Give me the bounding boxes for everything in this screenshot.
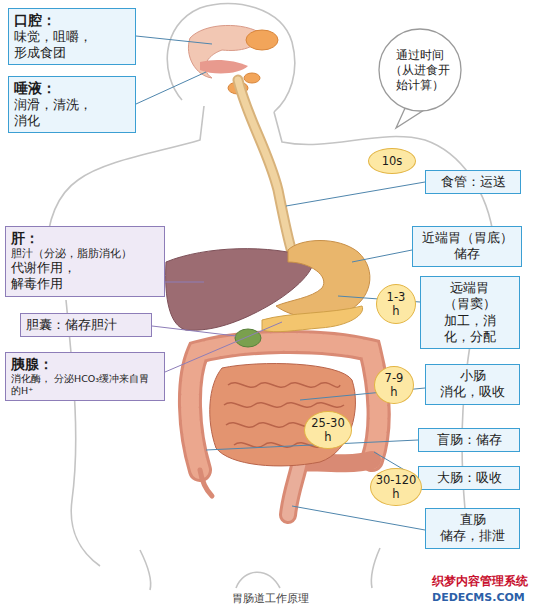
function-box: 小肠消化，吸收: [425, 364, 520, 405]
large-intestine: [190, 342, 379, 515]
box-text: 代谢作用， 解毒作用: [11, 260, 81, 293]
time-pill: 1-3 h: [376, 284, 416, 324]
box-heading: 口腔：: [14, 12, 130, 29]
leader-lines: [152, 282, 282, 372]
organ-box: 胰腺：消化酶， 分泌HCO₃缓冲来自胃的H⁺: [5, 352, 165, 401]
box-heading: 胰腺：: [11, 356, 159, 373]
box-text: 胆汁（分泌，脂肪消化）: [11, 247, 159, 260]
box-text: 食管：运送: [431, 174, 515, 190]
box-heading: 唾液：: [14, 80, 130, 97]
box-text: 加工，消 化，分配: [442, 313, 498, 346]
function-box: 口腔：味觉，咀嚼， 形成食团: [8, 8, 136, 65]
function-box: 大肠：吸收: [418, 466, 520, 490]
time-value: 7-9 h: [382, 371, 406, 400]
box-text: 消化，吸收: [431, 384, 514, 400]
function-box: 食管：运送: [425, 170, 521, 194]
function-box: 近端胃（胃底）储存: [412, 226, 522, 267]
pancreas: [262, 306, 363, 332]
box-text: 储存，排泄: [431, 528, 514, 544]
watermark-text: 织梦内容管理系统: [432, 574, 528, 588]
box-heading: 肝：: [11, 230, 159, 247]
box-text: 通过时间 （从进食开 始计算）: [389, 48, 450, 93]
box-heading: 小肠: [431, 368, 514, 384]
function-box: 直肠储存，排泄: [425, 508, 520, 549]
time-pill: 10s: [368, 148, 416, 174]
watermark-text: DEDECMS.COM: [432, 591, 525, 604]
time-value: 10s: [382, 154, 403, 168]
small-intestine: [210, 364, 356, 466]
organ-box: 肝：胆汁（分泌，脂肪消化）代谢作用， 解毒作用: [5, 226, 165, 297]
gallbladder: [235, 329, 261, 347]
box-text: 远端胃 （胃窦）: [442, 280, 498, 313]
function-box: 唾液：润滑，清洗， 消化: [8, 76, 136, 133]
box-text: 近端胃（胃底）: [419, 230, 515, 246]
time-value: 25-30 h: [309, 416, 347, 445]
box-heading: 直肠: [431, 512, 514, 528]
time-bubble: 通过时间 （从进食开 始计算）: [378, 28, 462, 112]
esophagus: [238, 80, 292, 252]
time-pill: 25-30 h: [304, 411, 352, 449]
box-text: 盲肠：储存: [424, 432, 514, 448]
box-text: 消化酶， 分泌HCO₃缓冲来自胃的H⁺: [11, 373, 159, 397]
leader-lines: [136, 36, 425, 530]
box-text: 大肠：吸收: [424, 470, 514, 486]
function-box: 远端胃 （胃窦）加工，消 化，分配: [420, 276, 520, 349]
box-text: 储存: [418, 246, 516, 262]
function-box: 盲肠：储存: [418, 428, 520, 452]
box-text: 味觉，咀嚼， 形成食团: [14, 29, 96, 62]
organ-box: 胆囊：储存胆汁: [20, 313, 152, 337]
figure-caption: 胃肠道工作原理: [232, 592, 309, 605]
time-value: 30-120 h: [374, 473, 419, 502]
time-value: 1-3 h: [384, 290, 408, 319]
time-pill: 7-9 h: [374, 366, 414, 404]
box-text: 胆囊：储存胆汁: [26, 317, 146, 333]
stomach: [276, 241, 370, 318]
time-pill: 30-120 h: [370, 468, 422, 506]
box-text: 润滑，清洗， 消化: [14, 97, 96, 130]
